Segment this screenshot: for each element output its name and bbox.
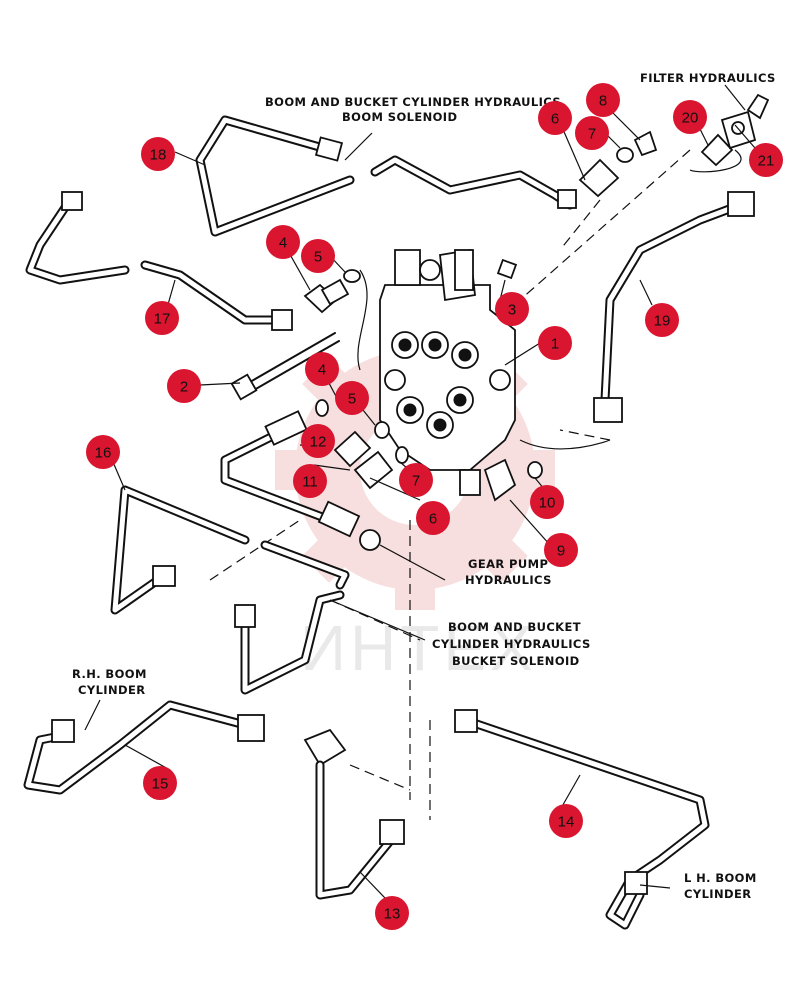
callout-circle: [530, 485, 564, 519]
callout-5: 5: [335, 381, 369, 415]
callout-10: 10: [530, 485, 564, 519]
callout-circle: [375, 896, 409, 930]
callout-number: 2: [180, 379, 188, 396]
callout-circle: [673, 100, 707, 134]
assembly-guide-lines: [209, 149, 742, 820]
callout-circle: [544, 533, 578, 567]
callout-circle: [416, 501, 450, 535]
callout-number: 7: [588, 126, 596, 143]
callout-number: 5: [314, 249, 322, 266]
callout-17: 17: [145, 301, 179, 335]
callout-circle: [305, 352, 339, 386]
label-rh-boom-line2: CYLINDER: [78, 683, 145, 697]
callout-number: 20: [682, 110, 699, 127]
callout-circle: [167, 369, 201, 403]
callout-number: 3: [508, 302, 516, 319]
callout-7: 7: [399, 463, 433, 497]
label-boom-solenoid: BOOM SOLENOID: [342, 110, 457, 124]
callout-number: 15: [152, 776, 169, 793]
label-filter-hydraulics: FILTER HYDRAULICS: [640, 71, 776, 85]
fitting-4-top: [303, 269, 361, 314]
label-bucket-solenoid-line3: BUCKET SOLENOID: [452, 654, 580, 668]
nut-3: [496, 258, 518, 280]
callout-number: 16: [95, 445, 112, 462]
callout-circle: [293, 464, 327, 498]
callout-3: 3: [495, 292, 529, 326]
callout-number: 1: [551, 336, 559, 353]
label-bucket-solenoid-line1: BOOM AND BUCKET: [448, 620, 581, 634]
callout-circle: [538, 326, 572, 360]
callout-circle: [301, 239, 335, 273]
callout-15: 15: [143, 766, 177, 800]
label-lh-boom-line2: CYLINDER: [684, 887, 751, 901]
callout-4: 4: [266, 225, 300, 259]
callout-circle: [586, 83, 620, 117]
callout-7: 7: [575, 116, 609, 150]
callout-8: 8: [586, 83, 620, 117]
callout-circle: [575, 116, 609, 150]
fitting-group-center: [315, 399, 543, 502]
callout-number: 4: [279, 235, 287, 252]
callout-6: 6: [416, 501, 450, 535]
callout-20: 20: [673, 100, 707, 134]
callout-circle: [749, 143, 783, 177]
callout-circle: [141, 137, 175, 171]
callout-1: 1: [538, 326, 572, 360]
callout-circle: [538, 101, 572, 135]
callout-21: 21: [749, 143, 783, 177]
callout-circle: [266, 225, 300, 259]
callout-number: 7: [412, 473, 420, 490]
fitting-group-top: [578, 130, 658, 198]
callout-4: 4: [305, 352, 339, 386]
callout-11: 11: [293, 464, 327, 498]
label-lh-boom-line1: L H. BOOM: [684, 871, 757, 885]
callout-circle: [645, 303, 679, 337]
labels: BOOM AND BUCKET CYLINDER HYDRAULICS BOOM…: [72, 71, 776, 901]
callout-circle: [145, 301, 179, 335]
callout-number: 12: [310, 434, 327, 451]
control-valve: [379, 248, 516, 496]
callout-number: 17: [154, 311, 171, 328]
callout-9: 9: [544, 533, 578, 567]
callout-number: 5: [348, 391, 356, 408]
callout-number: 8: [599, 93, 607, 110]
callout-13: 13: [375, 896, 409, 930]
callout-16: 16: [86, 435, 120, 469]
callout-circle: [399, 463, 433, 497]
callout-circle: [86, 435, 120, 469]
callout-number: 10: [539, 495, 556, 512]
callout-circle: [495, 292, 529, 326]
callout-2: 2: [167, 369, 201, 403]
callout-number: 6: [429, 511, 437, 528]
callout-19: 19: [645, 303, 679, 337]
watermark-text: ИНТЕХ: [300, 612, 537, 684]
label-rh-boom-line1: R.H. BOOM: [72, 667, 147, 681]
callout-14: 14: [549, 804, 583, 838]
mounting-bolt: [230, 332, 340, 401]
callout-number: 19: [654, 313, 671, 330]
pipes: [23, 115, 755, 930]
callout-number: 11: [302, 474, 318, 491]
callout-number: 18: [150, 147, 167, 164]
callout-circle: [549, 804, 583, 838]
callout-number: 14: [558, 814, 575, 831]
callout-circle: [335, 381, 369, 415]
callout-number: 13: [384, 906, 401, 923]
label-boom-bucket-line1: BOOM AND BUCKET CYLINDER HYDRAULICS: [265, 95, 561, 109]
callout-number: 4: [318, 362, 326, 379]
label-gear-pump-line2: HYDRAULICS: [465, 573, 552, 587]
label-bucket-solenoid-line2: CYLINDER HYDRAULICS: [432, 637, 591, 651]
callout-5: 5: [301, 239, 335, 273]
callout-circle: [301, 424, 335, 458]
callout-number: 9: [557, 543, 565, 560]
callout-circle: [143, 766, 177, 800]
callout-12: 12: [301, 424, 335, 458]
callout-number: 21: [758, 153, 775, 170]
callout-6: 6: [538, 101, 572, 135]
callout-18: 18: [141, 137, 175, 171]
label-gear-pump-line1: GEAR PUMP: [468, 557, 548, 571]
callout-number: 6: [551, 111, 559, 128]
